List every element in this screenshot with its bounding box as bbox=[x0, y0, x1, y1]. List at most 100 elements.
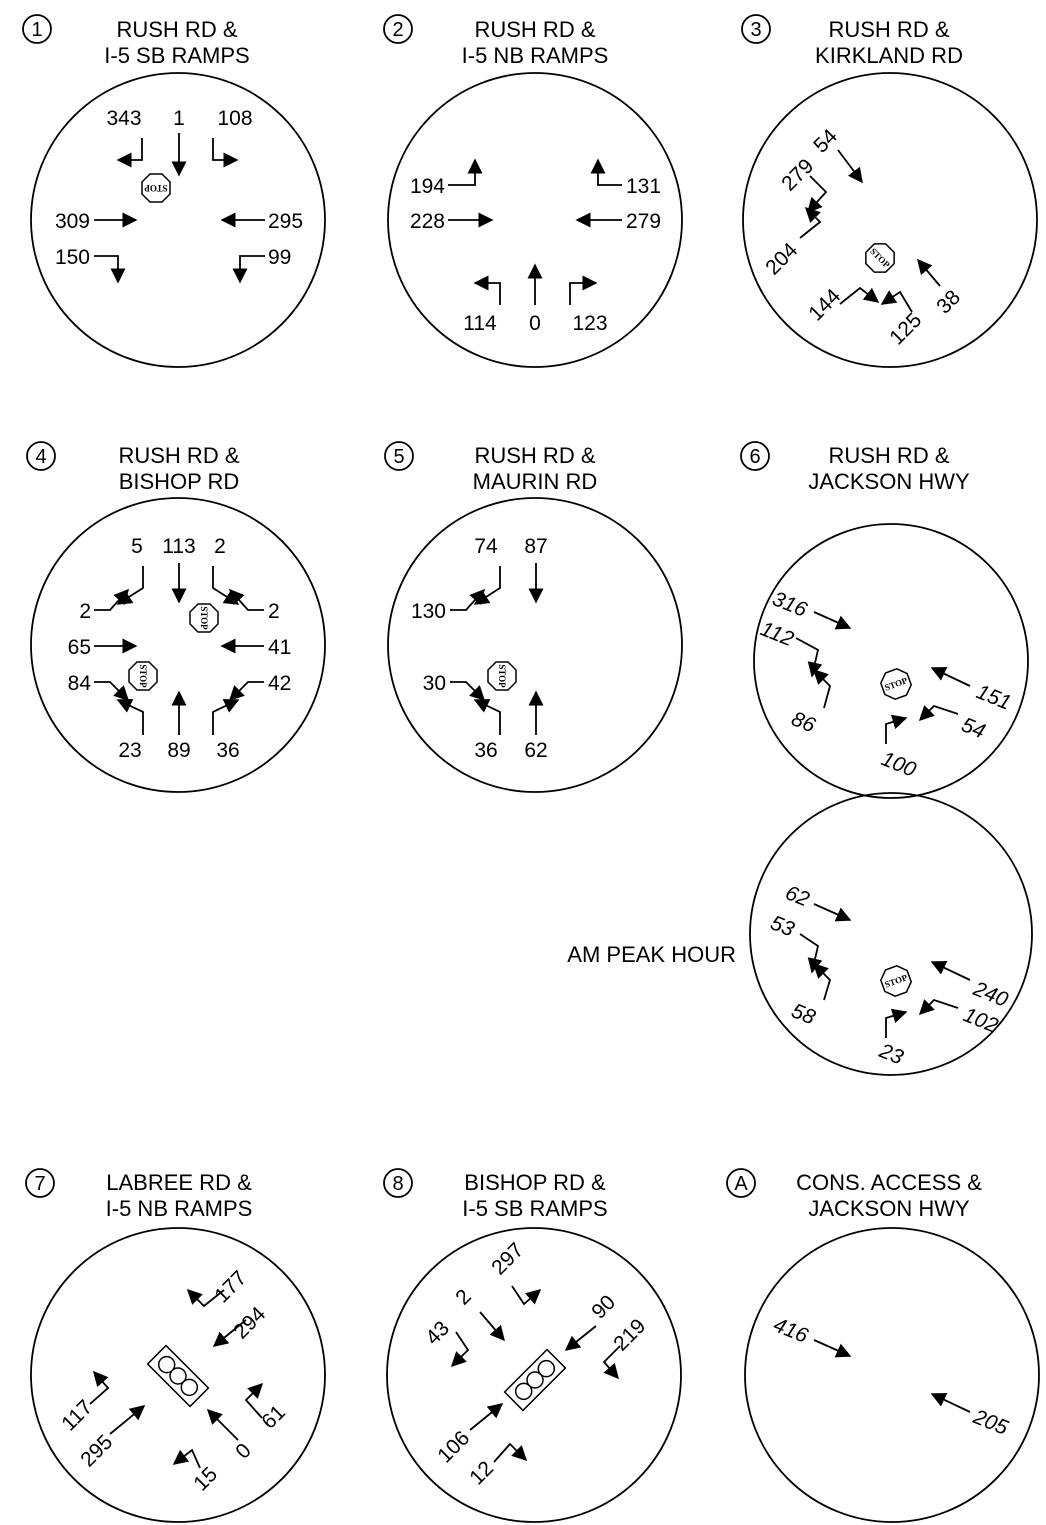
panel-number: 3 bbox=[750, 19, 761, 41]
traffic-signal-icon bbox=[146, 1344, 210, 1408]
movement-arrow bbox=[206, 1408, 239, 1441]
movement-arrow bbox=[94, 588, 130, 611]
volume-label: 177 bbox=[210, 1266, 251, 1307]
movement-arrow bbox=[885, 1008, 908, 1038]
intersection-title-line2: I-5 SB RAMPS bbox=[104, 43, 249, 68]
panel-badge bbox=[25, 1168, 55, 1198]
volume-label: 150 bbox=[55, 246, 90, 269]
panel-badge bbox=[22, 14, 52, 44]
movement-arrow bbox=[799, 206, 822, 239]
volume-label: 90 bbox=[587, 1291, 620, 1324]
panel-number: A bbox=[734, 1173, 748, 1195]
volume-label: 151 bbox=[973, 680, 1014, 714]
panel-badge bbox=[384, 441, 414, 471]
movement-arrow bbox=[930, 961, 971, 981]
volume-label: 295 bbox=[268, 210, 303, 233]
intersection-title-line2: MAURIN RD bbox=[473, 469, 598, 494]
panel-number: 7 bbox=[34, 1173, 45, 1195]
movement-arrow bbox=[812, 668, 832, 709]
intersection-circle bbox=[744, 1227, 1040, 1523]
stop-sign-icon: STOP bbox=[879, 964, 913, 998]
panel-7: 7 LABREE RD & I-5 NB RAMPS 177 294 117 2… bbox=[25, 1168, 326, 1523]
volume-label: 42 bbox=[268, 672, 291, 695]
movement-arrow bbox=[837, 149, 863, 184]
intersection-circle bbox=[30, 72, 326, 368]
svg-text:STOP: STOP bbox=[199, 606, 209, 630]
movement-arrow bbox=[228, 681, 264, 702]
movement-arrow bbox=[930, 667, 971, 687]
movement-arrow bbox=[109, 1405, 146, 1435]
volume-label: 108 bbox=[217, 107, 252, 130]
panel-5: 5 RUSH RD & MAURIN RD 74 87 130 STOP 30 … bbox=[384, 441, 683, 793]
volume-label: 23 bbox=[118, 739, 141, 762]
volume-label: 12 bbox=[465, 1457, 498, 1490]
intersection-title-line2: I-5 NB RAMPS bbox=[462, 43, 609, 68]
movement-arrow bbox=[232, 255, 265, 284]
svg-text:STOP: STOP bbox=[138, 664, 148, 688]
panel-6-am-peak: AM PEAK HOUR 62 53 58 STOP 240 102 23 bbox=[567, 792, 1033, 1076]
volume-label: 54 bbox=[958, 713, 988, 743]
volume-label: 100 bbox=[878, 747, 919, 782]
movement-arrow bbox=[813, 1339, 852, 1358]
intersection-circle bbox=[30, 497, 326, 793]
movement-arrow bbox=[473, 699, 501, 735]
intersection-title-line2: I-5 SB RAMPS bbox=[462, 1196, 607, 1221]
volume-label: 295 bbox=[76, 1430, 117, 1471]
panel-badge bbox=[726, 1168, 756, 1198]
movement-arrow bbox=[885, 714, 908, 744]
stop-sign-icon: STOP bbox=[141, 173, 171, 203]
volume-label: 131 bbox=[626, 175, 661, 198]
volume-label: 2 bbox=[214, 535, 226, 558]
volume-label: 36 bbox=[474, 739, 497, 762]
movement-arrow bbox=[918, 704, 959, 722]
panel-badge bbox=[383, 1168, 413, 1198]
movement-arrow bbox=[94, 681, 130, 702]
movement-arrow bbox=[212, 566, 240, 605]
panel-badge bbox=[740, 441, 770, 471]
movement-arrow bbox=[212, 1319, 247, 1347]
movement-arrow bbox=[590, 158, 622, 186]
panel-number: 4 bbox=[35, 446, 46, 468]
volume-label: 38 bbox=[932, 286, 965, 319]
volume-label: 23 bbox=[875, 1039, 906, 1070]
intersection-title-line2: BISHOP RD bbox=[119, 469, 240, 494]
volume-label: 117 bbox=[57, 1396, 97, 1436]
intersection-title-line1: RUSH RD & bbox=[828, 443, 949, 468]
intersection-title-line2: I-5 NB RAMPS bbox=[106, 1196, 253, 1221]
movement-arrow bbox=[473, 275, 501, 305]
volume-label: 1 bbox=[173, 107, 185, 130]
intersection-title-line2: KIRKLAND RD bbox=[815, 43, 963, 68]
movement-arrow bbox=[116, 566, 144, 605]
movement-arrow bbox=[813, 611, 852, 630]
volume-label: 416 bbox=[770, 1313, 811, 1348]
volume-label: 125 bbox=[885, 308, 926, 349]
svg-text:STOP: STOP bbox=[144, 183, 168, 193]
intersection-title-line1: RUSH RD & bbox=[828, 17, 949, 42]
intersection-title-line1: CONS. ACCESS & bbox=[796, 1170, 982, 1195]
volume-label: 43 bbox=[421, 1317, 454, 1350]
volume-label: 36 bbox=[216, 739, 239, 762]
stop-sign-icon: STOP bbox=[128, 661, 158, 691]
movement-arrow bbox=[212, 138, 239, 168]
panel-6: 6 RUSH RD & JACKSON HWY 316 112 86 STOP … bbox=[740, 441, 1029, 799]
volume-label: 297 bbox=[487, 1238, 528, 1279]
intersection-title-line1: RUSH RD & bbox=[116, 17, 237, 42]
intersection-circle bbox=[387, 497, 683, 793]
movement-arrow bbox=[511, 1285, 542, 1306]
intersection-circle bbox=[753, 523, 1029, 799]
stop-sign-icon: STOP bbox=[879, 667, 913, 701]
movement-arrow bbox=[450, 588, 486, 611]
volume-label: 65 bbox=[68, 636, 91, 659]
panel-1: 1 RUSH RD & I-5 SB RAMPS 343 1 108 STOP … bbox=[22, 14, 326, 368]
volume-label: 343 bbox=[106, 107, 141, 130]
intersection-circle bbox=[749, 792, 1033, 1076]
movement-arrow bbox=[448, 158, 483, 186]
movement-arrow bbox=[795, 637, 823, 678]
stop-sign-icon: STOP bbox=[865, 243, 895, 273]
volume-label: 316 bbox=[769, 587, 810, 622]
volume-label: 0 bbox=[231, 1439, 256, 1464]
movement-arrow bbox=[116, 699, 144, 735]
movement-arrow bbox=[602, 1345, 621, 1380]
movement-arrow bbox=[172, 1448, 201, 1469]
